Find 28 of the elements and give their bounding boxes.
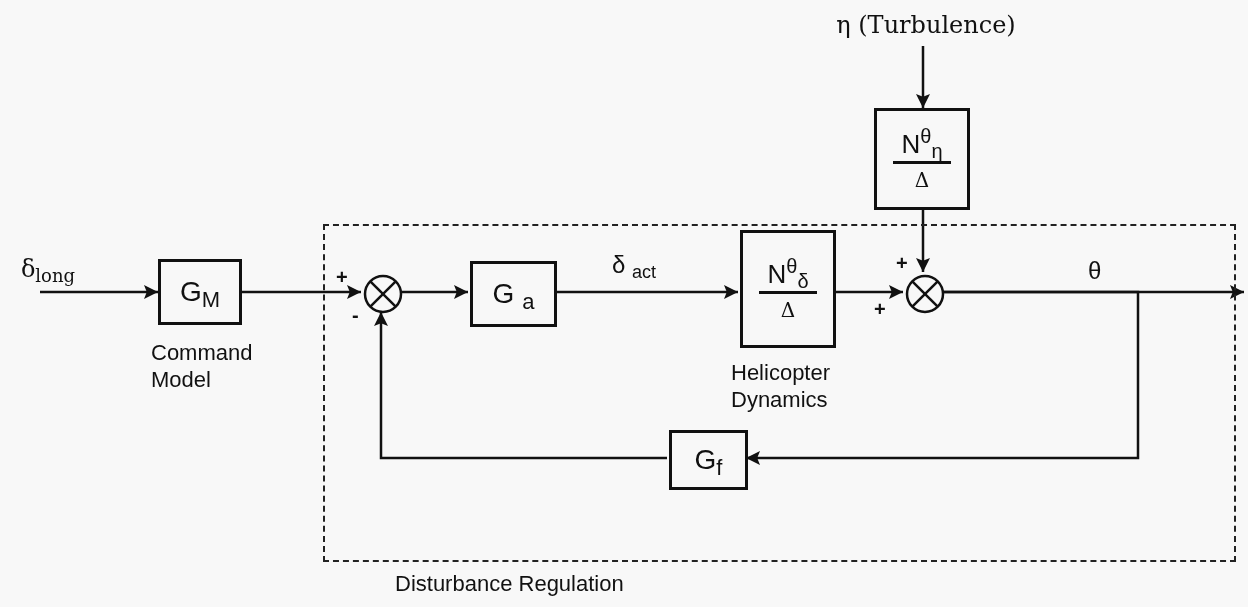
signal-arrow bbox=[916, 46, 930, 108]
block-symbol: G$_{M}$ bbox=[179, 275, 221, 309]
signal-arrow bbox=[40, 285, 158, 299]
signal-arrow bbox=[834, 285, 903, 299]
block-caption: Helicopter Dynamics bbox=[731, 359, 832, 413]
signal-arrow bbox=[242, 285, 361, 299]
denominator-text: Δ bbox=[780, 297, 796, 322]
block-box bbox=[470, 261, 557, 327]
signal-arrow bbox=[401, 285, 468, 299]
signal-arrow bbox=[916, 210, 930, 272]
denominator-text: Δ bbox=[914, 167, 930, 192]
sign-label: - bbox=[352, 304, 359, 326]
sign-label: + bbox=[874, 298, 886, 320]
block-symbol: G $_{a}$ bbox=[492, 277, 535, 311]
transfer-function-box bbox=[874, 108, 970, 210]
region-title: Disturbance Regulation bbox=[395, 571, 624, 596]
signal-arrow bbox=[746, 290, 1140, 465]
block-symbol: G$_{f}$ bbox=[694, 443, 723, 477]
signal-text: δ$_{long}$ bbox=[20, 254, 76, 284]
summing-junction bbox=[905, 274, 945, 314]
signal-text: η (Turbulence) bbox=[836, 10, 1016, 40]
sign-label: + bbox=[336, 266, 348, 288]
signal-arrow bbox=[555, 285, 738, 299]
block-caption: Command Model bbox=[151, 339, 254, 393]
block-box bbox=[669, 430, 748, 490]
summing-junction bbox=[363, 274, 403, 314]
sign-label: + bbox=[896, 252, 908, 274]
signal-arrow bbox=[374, 312, 667, 460]
